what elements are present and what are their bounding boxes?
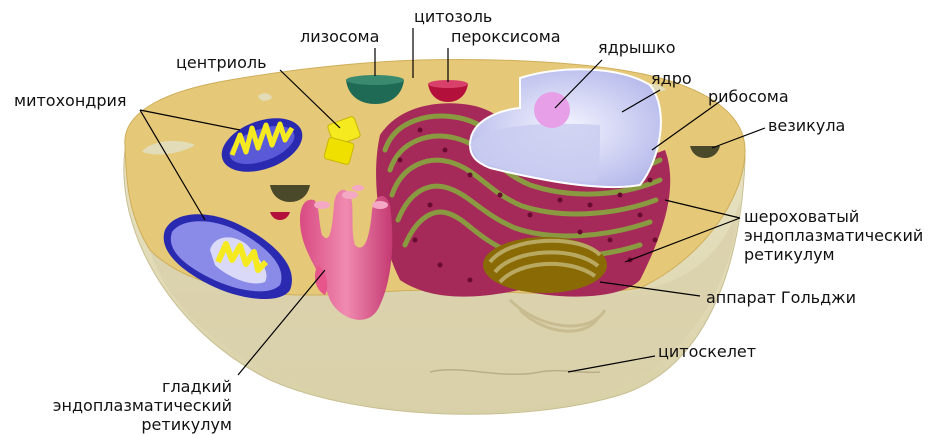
label-nucleolus: ядрышко: [598, 38, 676, 57]
label-cytosol: цитозоль: [414, 7, 492, 26]
label-cytoskeleton: цитоскелет: [658, 342, 756, 361]
label-rough-er-1: шероховатый: [744, 207, 859, 226]
label-centriole: центриоль: [176, 53, 267, 72]
label-lysosome: лизосома: [300, 27, 379, 46]
label-smooth-er-3: ретикулум: [141, 415, 232, 434]
label-ribosome: рибосома: [708, 87, 789, 106]
label-vesicle: везикула: [768, 116, 845, 135]
label-golgi: аппарат Гольджи: [706, 288, 856, 307]
label-rough-er-2: эндоплазматический: [744, 226, 923, 245]
label-rough-er-3: ретикулум: [744, 245, 835, 264]
label-smooth-er-2: эндоплазматический: [53, 396, 232, 415]
label-smooth-er-1: гладкий: [162, 377, 232, 396]
lysosome-top: [346, 75, 404, 85]
label-nucleus: ядро: [651, 69, 692, 88]
label-mitochondria: митохондрия: [14, 91, 127, 110]
label-peroxisome: пероксисома: [451, 27, 561, 46]
